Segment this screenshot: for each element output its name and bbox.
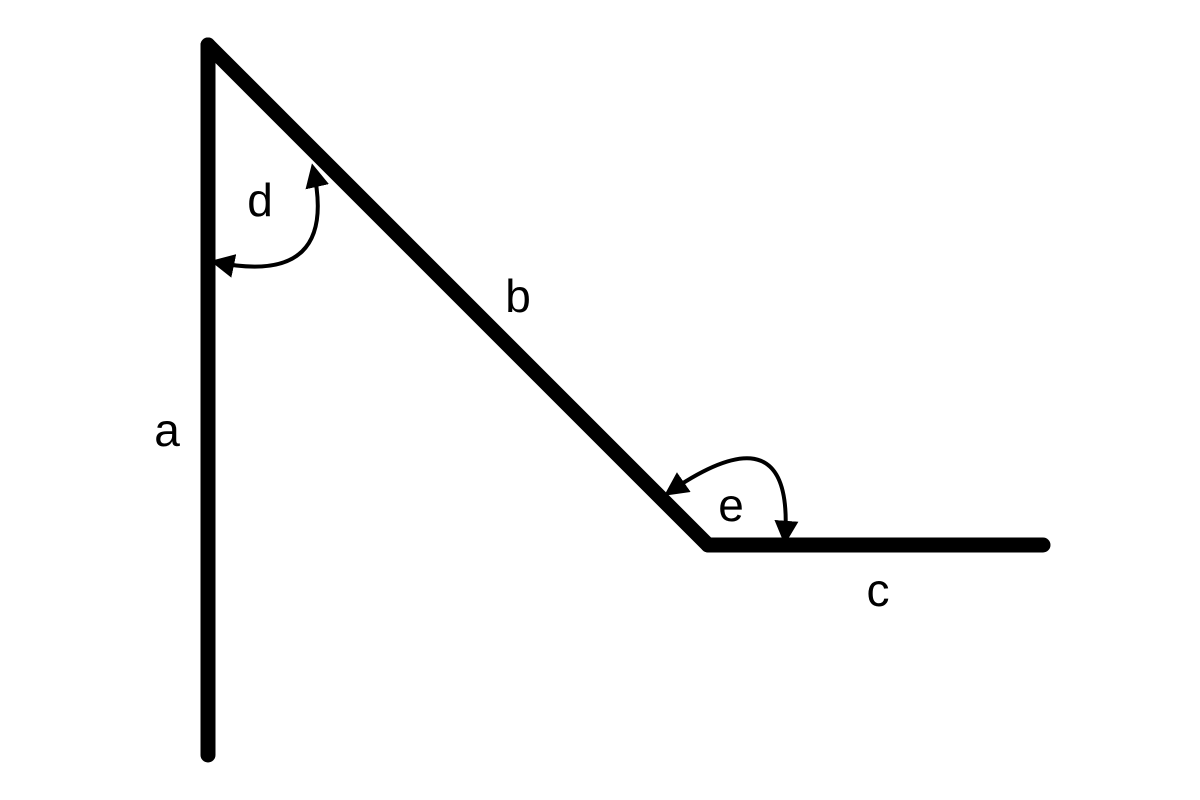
label-c: c: [867, 564, 890, 616]
angle-e-arc: [664, 456, 799, 545]
label-e: e: [718, 479, 744, 531]
label-d: d: [247, 174, 273, 226]
label-a: a: [154, 404, 180, 456]
label-b: b: [505, 270, 531, 322]
segment-b: [200, 37, 716, 553]
angle-d-arc: [210, 163, 329, 278]
